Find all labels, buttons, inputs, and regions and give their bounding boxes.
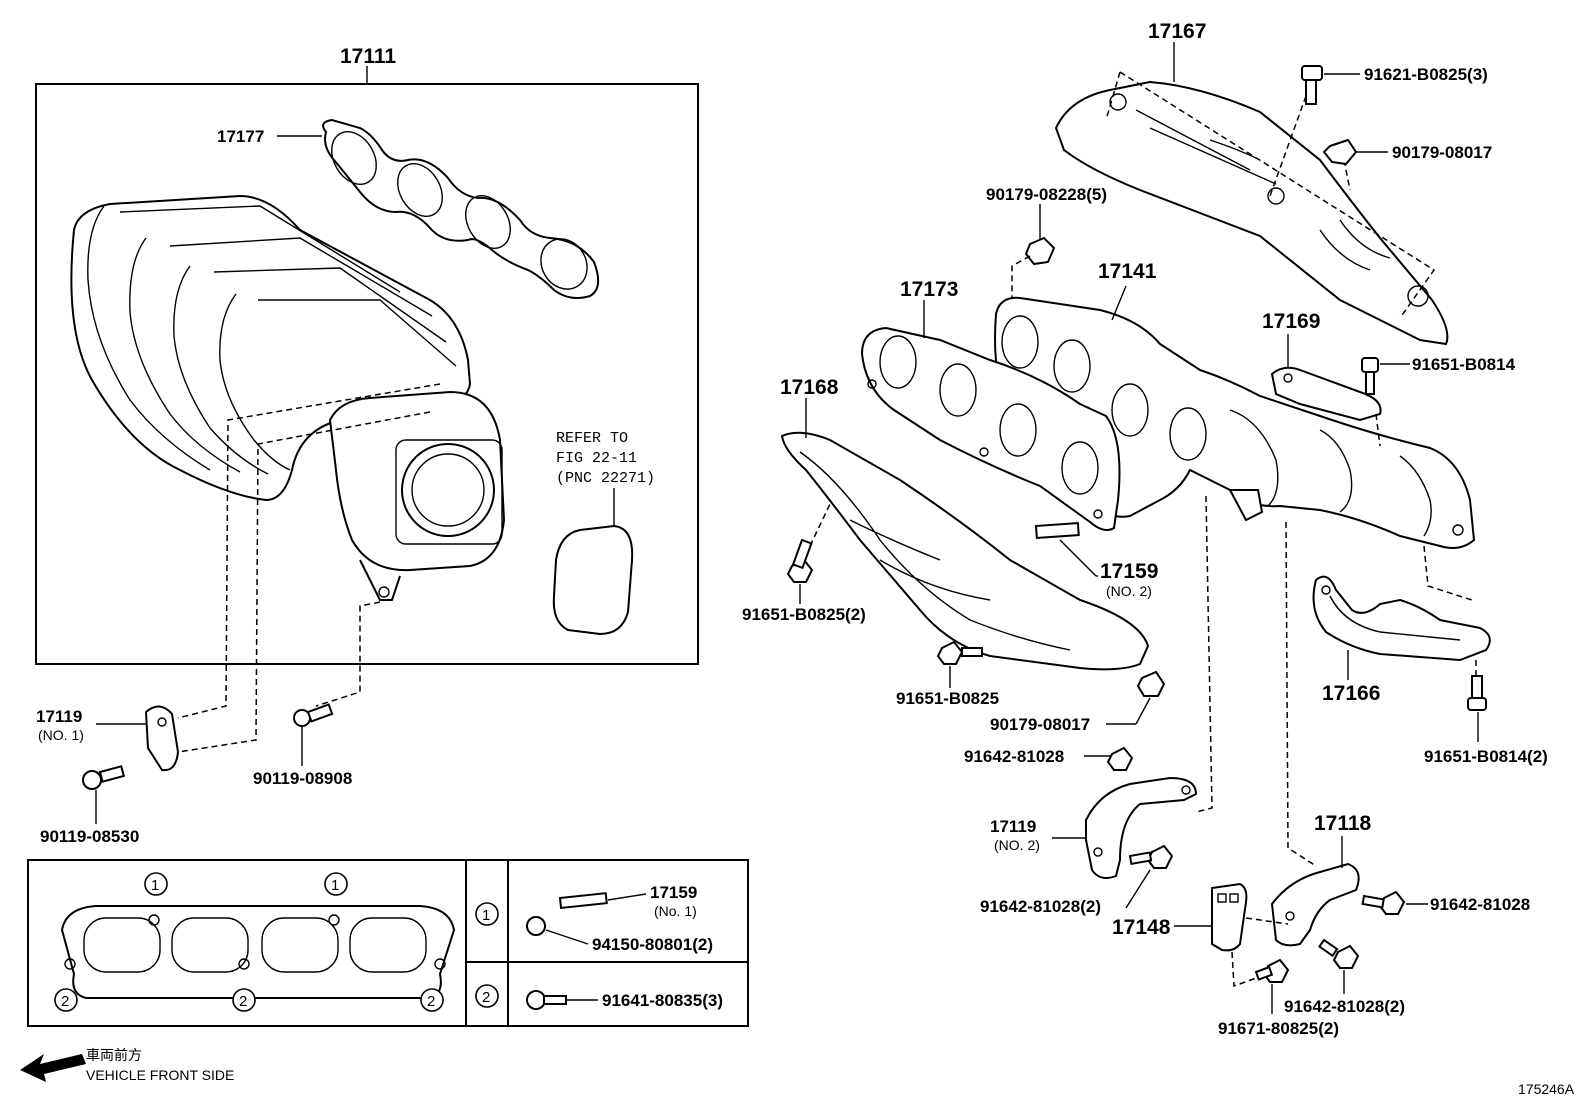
bracket-17119-no2[interactable]	[1085, 776, 1198, 879]
label-91671-80825[interactable]: 91671-80825(2)	[1218, 1019, 1339, 1038]
label-91642-81028-2a[interactable]: 91642-81028(2)	[980, 897, 1101, 916]
label-90179-08017-mid[interactable]: 90179-08017	[990, 715, 1090, 734]
label-17169[interactable]: 17169	[1262, 310, 1320, 333]
label-17167[interactable]: 17167	[1148, 20, 1206, 43]
label-17119-no2[interactable]: 17119	[990, 817, 1036, 836]
svg-text:1: 1	[151, 877, 159, 894]
stud-17159-no1[interactable]	[558, 892, 608, 910]
label-17166[interactable]: 17166	[1322, 682, 1380, 705]
label-91651-b0825-2[interactable]: 91651-B0825(2)	[742, 605, 866, 624]
svg-text:2: 2	[239, 993, 247, 1010]
label-17173[interactable]: 17173	[900, 278, 958, 301]
nut-90179-08017-mid[interactable]	[1136, 670, 1166, 697]
label-91651-b0825[interactable]: 91651-B0825	[896, 689, 999, 708]
nut-90179-08017-top[interactable]	[1322, 138, 1358, 166]
bolt-91621-b0825[interactable]	[1301, 65, 1323, 105]
bolt-91651-b0825-2[interactable]	[786, 538, 814, 583]
throttle-gasket-ref[interactable]	[552, 524, 634, 636]
label-17177[interactable]: 17177	[217, 127, 264, 146]
label-90119-08908[interactable]: 90119-08908	[253, 769, 352, 788]
label-90179-08017-top[interactable]: 90179-08017	[1392, 143, 1492, 162]
bracket-17148[interactable]	[1211, 882, 1248, 952]
exhaust-gasket-inset[interactable]	[60, 905, 456, 999]
heat-insulator-17167[interactable]	[1054, 80, 1449, 346]
bolt-90119-08908[interactable]	[293, 703, 334, 727]
label-17119-no2-sub: (NO. 2)	[994, 837, 1040, 853]
figure-id: 175246A	[1518, 1081, 1575, 1097]
bolt-91642-81028-b[interactable]	[1361, 890, 1406, 915]
label-91642-81028-b[interactable]: 91642-81028	[1430, 895, 1530, 914]
bolt-91651-b0814-2[interactable]	[1467, 675, 1487, 711]
callout-2-table: 2	[475, 984, 499, 1008]
stud-17159-no2[interactable]	[1034, 522, 1080, 540]
svg-text:2: 2	[482, 989, 490, 1006]
refer-line2: FIG 22-11	[556, 450, 637, 467]
nut-90179-08228[interactable]	[1024, 236, 1056, 266]
label-17168[interactable]: 17168	[780, 376, 839, 399]
bracket-17119-no1[interactable]	[144, 705, 180, 772]
label-17119-no1-sub: (NO. 1)	[38, 727, 84, 743]
label-17111[interactable]: 17111	[340, 45, 396, 68]
label-91621-b0825[interactable]: 91621-B0825(3)	[1364, 65, 1488, 84]
callout-1-table: 1	[475, 902, 499, 926]
nut-94150-80801[interactable]	[526, 916, 546, 936]
callout-2-a: 2	[54, 988, 78, 1012]
svg-text:1: 1	[331, 877, 339, 894]
svg-text:2: 2	[61, 993, 69, 1010]
intake-gasket-17177[interactable]	[322, 118, 600, 299]
svg-text:1: 1	[482, 907, 490, 924]
inset-table	[27, 859, 749, 1027]
label-inset-no1: (No. 1)	[654, 903, 697, 919]
bolt-91642-81028-2b[interactable]	[1318, 938, 1360, 969]
label-91642-81028-2b[interactable]: 91642-81028(2)	[1284, 997, 1405, 1016]
callout-1-b: 1	[324, 872, 348, 896]
label-91641-80835[interactable]: 91641-80835(3)	[602, 991, 723, 1010]
footer-en: VEHICLE FRONT SIDE	[86, 1067, 234, 1083]
label-17141[interactable]: 17141	[1098, 260, 1157, 283]
svg-text:2: 2	[427, 993, 435, 1010]
label-inset-17159[interactable]: 17159	[650, 883, 697, 902]
heat-insulator-17166[interactable]	[1312, 575, 1491, 662]
vehicle-front-arrow-icon	[20, 1054, 86, 1082]
bracket-17118[interactable]	[1270, 862, 1360, 947]
label-90119-08530[interactable]: 90119-08530	[40, 827, 139, 846]
refer-line1: REFER TO	[556, 430, 628, 447]
intake-manifold-body[interactable]	[70, 194, 506, 601]
label-90179-08228[interactable]: 90179-08228(5)	[986, 185, 1107, 204]
label-17159-no2[interactable]: 17159	[1100, 560, 1158, 583]
label-94150-80801[interactable]: 94150-80801(2)	[592, 935, 713, 954]
label-91651-b0814-2[interactable]: 91651-B0814(2)	[1424, 747, 1548, 766]
bolt-91641-80835[interactable]	[526, 990, 567, 1010]
exhaust-gasket-17173[interactable]	[860, 326, 1121, 531]
label-17119-no1[interactable]: 17119	[36, 707, 82, 726]
bolt-91642-81028-2a[interactable]	[1128, 844, 1174, 869]
label-91642-81028-a[interactable]: 91642-81028	[964, 747, 1064, 766]
heat-insulator-17168[interactable]	[780, 431, 1150, 671]
bolt-90119-08530[interactable]	[82, 765, 126, 790]
bolt-91671-80825[interactable]	[1254, 958, 1290, 983]
label-17148[interactable]: 17148	[1112, 916, 1171, 939]
callout-1-a: 1	[144, 872, 168, 896]
callout-2-b: 2	[232, 988, 256, 1012]
footer-jp: 車両前方	[86, 1047, 142, 1063]
bolt-91651-b0814[interactable]	[1361, 357, 1379, 395]
bolt-91651-b0825[interactable]	[936, 640, 983, 665]
refer-line3: (PNC 22271)	[556, 470, 655, 487]
callout-2-c: 2	[420, 988, 444, 1012]
label-91651-b0814[interactable]: 91651-B0814	[1412, 355, 1516, 374]
bolt-91642-81028-a[interactable]	[1106, 746, 1134, 771]
bracket-17169[interactable]	[1270, 366, 1382, 422]
label-17118[interactable]: 17118	[1314, 812, 1372, 835]
label-17159-no2-sub: (NO. 2)	[1106, 583, 1152, 599]
